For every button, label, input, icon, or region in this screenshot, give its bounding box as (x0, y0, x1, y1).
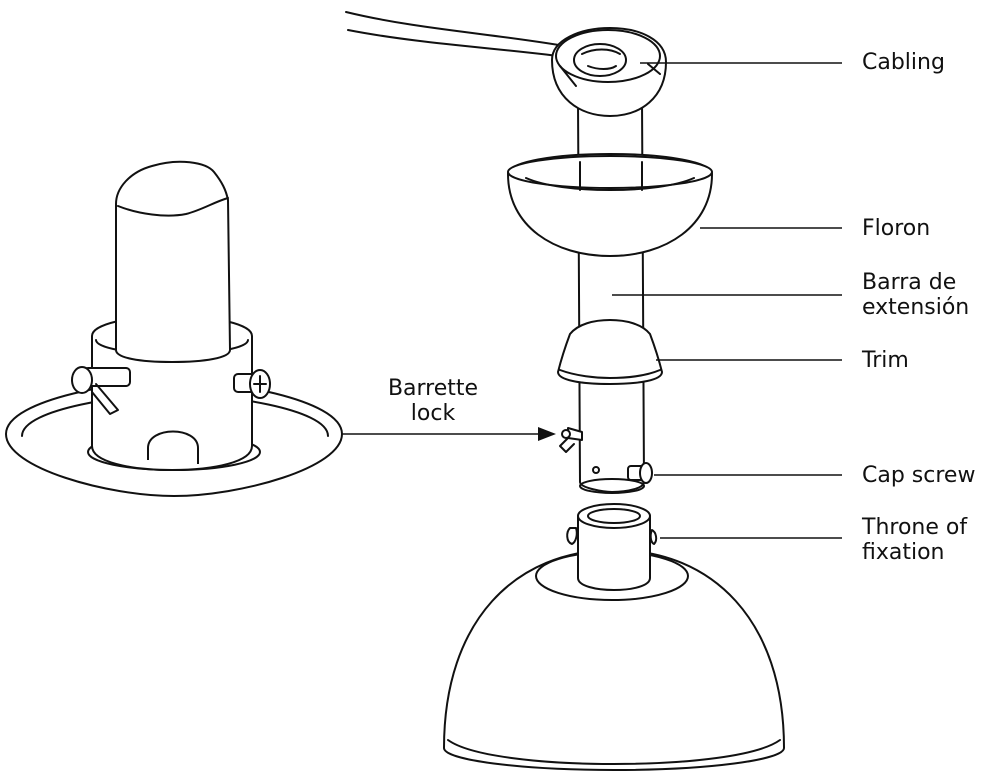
floron-bowl (507, 153, 713, 257)
trim-cap (557, 319, 663, 385)
label-throne-of-fixation-line-1: Throne of (862, 515, 968, 540)
label-cap-screw: Cap screw (862, 463, 976, 488)
label-barra-de-extension-line-2: extensión (862, 295, 970, 320)
label-throne-of-fixation-line-2: fixation (862, 540, 945, 565)
rod-pin-hole (592, 466, 600, 474)
label-trim: Trim (862, 348, 909, 373)
detail-tube (115, 160, 231, 363)
label-barrette-lock: Barrette lock (378, 376, 488, 426)
barrette-lock (559, 427, 583, 453)
extension-rod-end (579, 478, 645, 494)
detail-tube-cut-face (117, 197, 229, 217)
label-cabling: Cabling (862, 50, 945, 75)
label-barrette-lock-line-2: lock (410, 401, 456, 426)
label-barra-de-extension: Barra de extensión (862, 270, 969, 320)
detail-wing-screw-right (233, 369, 271, 399)
detail-view-mount (5, 160, 343, 497)
cabling-cap (551, 27, 667, 117)
leader-lines (342, 62, 842, 539)
label-barra-de-extension-line-1: Barra de (862, 270, 957, 295)
detail-collar-notch (147, 430, 199, 464)
detail-wing-screw-left (71, 366, 131, 415)
label-floron: Floron (862, 216, 931, 241)
throne-of-fixation-base (443, 503, 785, 771)
power-cable (345, 11, 577, 59)
exploded-assembly (345, 11, 785, 771)
arrowhead-barrette-lock (538, 427, 556, 441)
cap-screw (627, 462, 653, 484)
label-barrette-lock-line-1: Barrette (387, 376, 479, 401)
label-throne-of-fixation: Throne of fixation (862, 515, 967, 565)
